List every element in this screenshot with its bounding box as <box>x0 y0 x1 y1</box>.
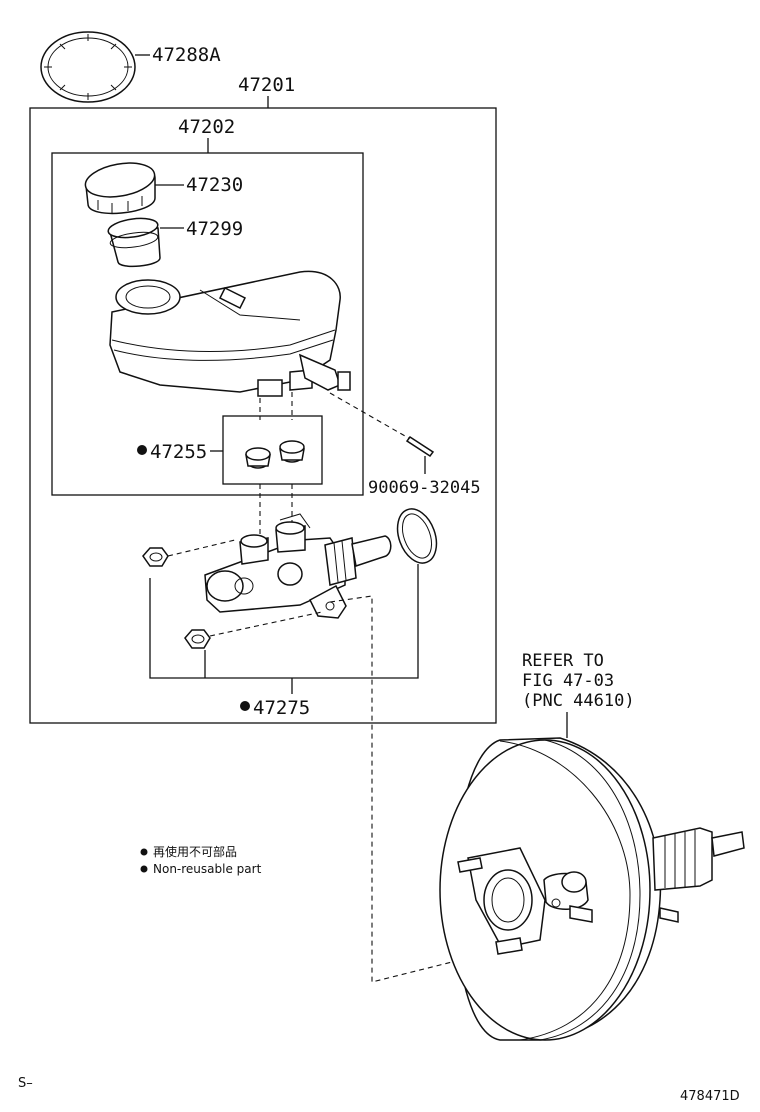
refer-line-2: FIG 47-03 <box>522 671 614 691</box>
brake-booster-part <box>439 737 745 1041</box>
strainer-part <box>107 217 161 268</box>
non-reusable-dot-icon <box>137 445 147 455</box>
grommet-part <box>245 440 305 469</box>
callout-47299: 47299 <box>186 218 243 240</box>
callout-47255: 47255 <box>150 441 207 463</box>
refer-line-3: (PNC 44610) <box>522 691 635 711</box>
reservoir-tank-part <box>109 270 351 397</box>
footer-left-code: S– <box>18 1076 33 1091</box>
legend-english: Non-reusable part <box>153 862 262 876</box>
figure-id: 478471D <box>680 1089 740 1104</box>
callout-47288A: 47288A <box>152 44 221 66</box>
master-cylinder-assembly-frame <box>29 107 497 724</box>
non-reusable-dot-icon <box>140 865 148 873</box>
nut-part <box>142 547 211 649</box>
master-cylinder-body-part <box>204 513 392 619</box>
legend-japanese: 再使用不可部品 <box>153 844 237 859</box>
reservoir-sub-assembly-frame <box>51 152 364 496</box>
callout-47230: 47230 <box>186 174 243 196</box>
o-ring-part <box>396 508 438 564</box>
refer-line-1: REFER TO <box>522 651 604 671</box>
callout-47275: 47275 <box>253 697 310 719</box>
callout-47202: 47202 <box>178 116 235 138</box>
pin-part <box>405 435 435 458</box>
seal-ring-part <box>40 31 136 103</box>
grommet-detail-frame <box>222 415 323 485</box>
callout-47201: 47201 <box>238 74 295 96</box>
non-reusable-dot-icon <box>240 701 250 711</box>
callout-90069-32045: 90069-32045 <box>368 478 481 498</box>
non-reusable-dot-icon <box>140 848 148 856</box>
reservoir-cap-part <box>84 162 156 215</box>
